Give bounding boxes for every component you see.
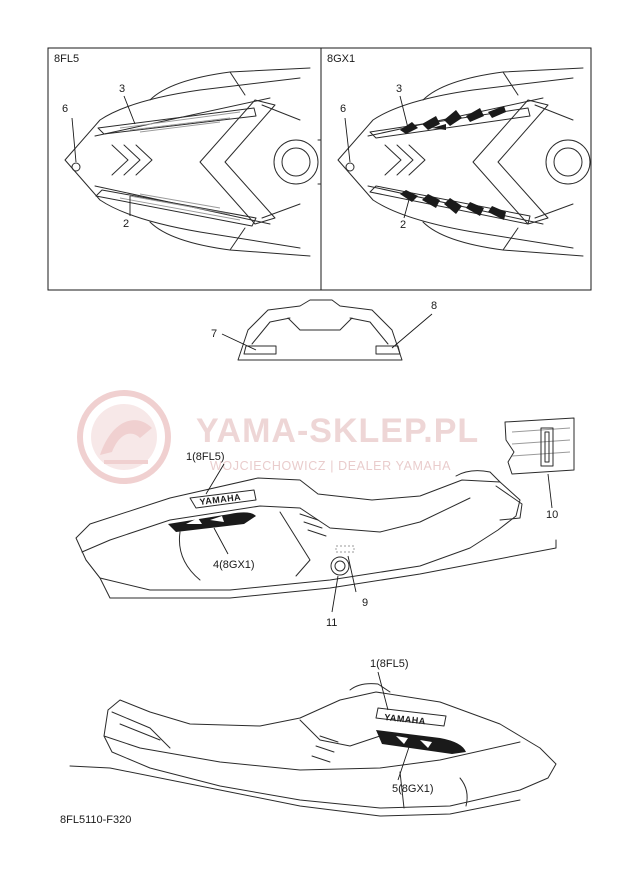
watermark-tagline: WOJCIECHOWICZ | DEALER YAMAHA [210,459,451,473]
callout-1-bottom: 1(8FL5) [370,658,409,670]
decal-logo-bottom: YAMAHA [384,712,426,726]
panel-right-title: 8GX1 [327,53,355,65]
callout-6-left: 6 [62,103,68,115]
callout-6-right: 6 [340,103,346,115]
callout-10: 10 [546,509,558,521]
callout-2-left: 2 [123,218,129,230]
hull-side-view-left: YAMAHA [75,470,557,599]
callout-5: 5(8GX1) [392,783,434,795]
hull-side-view-right: YAMAHA [69,683,557,817]
watermark-logo-icon [77,390,171,484]
hull-top-view-left [64,67,322,257]
panel-left-title: 8FL5 [54,53,79,65]
callout-3-right: 3 [396,83,402,95]
watermark-brand: YAMA-SKLEP.PL [196,412,479,450]
callout-7: 7 [211,328,217,340]
callout-11: 11 [326,617,337,629]
callout-4: 4(8GX1) [213,559,255,571]
label-sheet-10 [504,417,575,475]
diagram-code: 8FL5110-F320 [60,814,131,826]
hull-rear-view [237,299,403,361]
callout-1-top: 1(8FL5) [186,451,225,463]
panel-right-frame [320,47,592,291]
callout-2-right: 2 [400,219,406,231]
callout-8: 8 [431,300,437,312]
callout-3-left: 3 [119,83,125,95]
hull-top-view-right [337,67,591,257]
watermark: YAMA-SKLEP.PL WOJCIECHOWICZ | DEALER YAM… [77,390,479,484]
callout-9: 9 [362,597,368,609]
